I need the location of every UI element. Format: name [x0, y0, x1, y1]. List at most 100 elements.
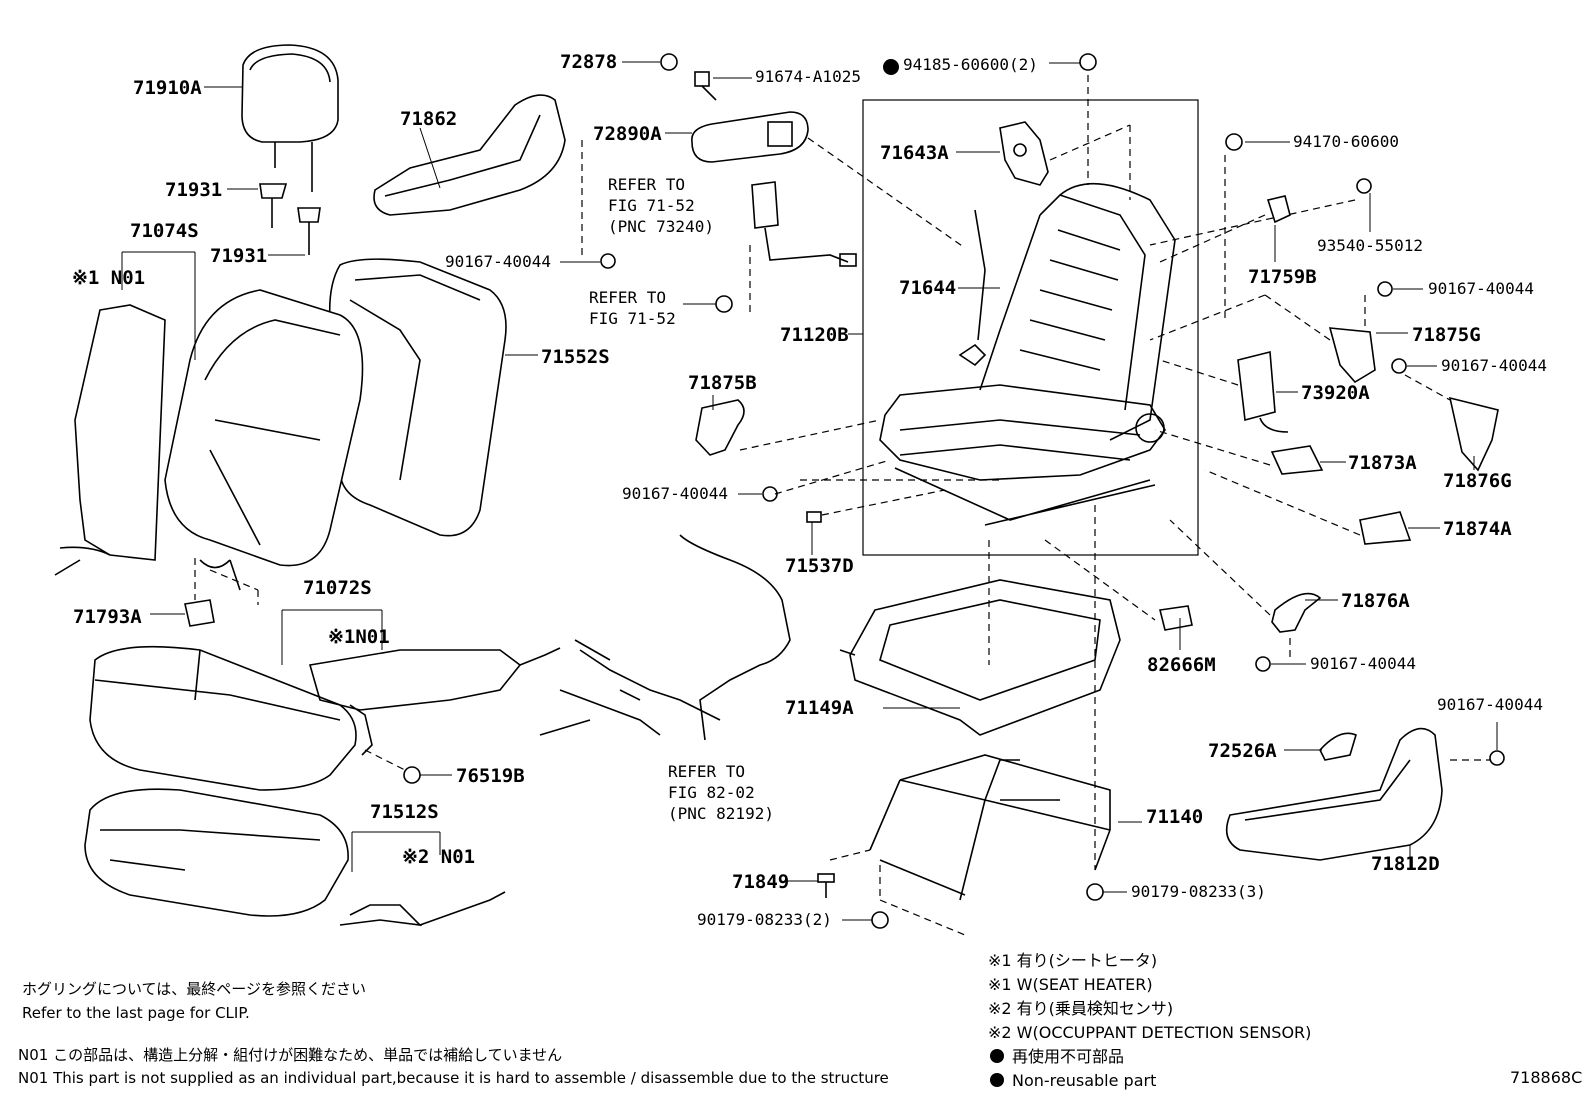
- clip-note-en: Refer to the last page for CLIP.: [22, 1004, 250, 1022]
- label-71149A: 71149A: [785, 697, 854, 719]
- refer-fig-71-52-line3: (PNC 73240): [608, 217, 714, 236]
- label-90167-40044-b: 90167-40044: [1428, 279, 1534, 298]
- label-71876A: 71876A: [1341, 590, 1410, 612]
- seat-frame-71120B: [879, 182, 1176, 526]
- nut-90179-a: [1086, 883, 1104, 901]
- label-71644: 71644: [899, 277, 956, 299]
- seat-belt-buckle: [751, 181, 857, 267]
- bolt-90167-c: [1391, 358, 1407, 374]
- legend-nonreusable-dot-en: [990, 1073, 1004, 1087]
- wire-harness: [539, 534, 791, 741]
- bolt-93540: [1356, 178, 1372, 194]
- legend-1-ja: ※1 有り(シートヒータ): [988, 951, 1157, 970]
- n01-label-back: ※1 N01: [72, 267, 145, 289]
- label-72890A: 72890A: [593, 123, 662, 145]
- label-71793A: 71793A: [73, 606, 142, 628]
- side-cover-71862-drawing: [373, 94, 566, 216]
- label-90179-08233-2: 90179-08233(2): [697, 910, 832, 929]
- nut-90179-b: [871, 911, 889, 929]
- label-71140: 71140: [1146, 806, 1203, 828]
- knob-72526A: [1319, 732, 1357, 761]
- clip-note-ja: ホグリングについては、最終ページを参照ください: [22, 980, 366, 998]
- label-90167-40044-f: 90167-40044: [1437, 695, 1543, 714]
- label-71120B: 71120B: [780, 324, 849, 346]
- cap-72878: [660, 53, 678, 71]
- legend-nonreusable-dot-ja: [990, 1049, 1004, 1063]
- label-76519B: 76519B: [456, 765, 525, 787]
- refer-fig-82-02-line2: FIG 82-02: [668, 783, 755, 802]
- recliner-71643A: [999, 121, 1049, 186]
- label-71643A: 71643A: [880, 142, 949, 164]
- refer-fig-82-02-line1: REFER TO: [668, 762, 745, 781]
- bracket-71874A: [1359, 511, 1412, 545]
- clip-71793A: [184, 599, 215, 627]
- seat-adjuster-71140: [869, 754, 1111, 901]
- label-71875B: 71875B: [688, 372, 757, 394]
- n01-label-sensor: ※2 N01: [402, 846, 475, 868]
- bolt-90167-d: [762, 486, 778, 502]
- label-90167-40044-c: 90167-40044: [1441, 356, 1547, 375]
- seat-pan-71149A: [839, 579, 1121, 736]
- refer-fig-71-52-b-line1: REFER TO: [589, 288, 666, 307]
- bracket-71873A: [1270, 445, 1324, 475]
- bolt-90167-f: [1489, 750, 1505, 766]
- label-71875G: 71875G: [1412, 324, 1481, 346]
- headrest-drawing: [241, 44, 339, 192]
- clip-71931-a: [259, 183, 288, 228]
- legend-2-en: ※2 W(OCCUPPANT DETECTION SENSOR): [988, 1023, 1311, 1042]
- cover-71876G: [1448, 396, 1499, 472]
- label-73920A: 73920A: [1301, 382, 1370, 404]
- bolt-94170: [1225, 133, 1243, 151]
- legend-nonreusable-ja: 再使用不可部品: [1012, 1047, 1124, 1066]
- clip-71931-b: [297, 207, 321, 255]
- label-71931-b: 71931: [210, 245, 267, 267]
- bolt-90167-b: [1377, 281, 1393, 297]
- n01-note-en: N01 This part is not supplied as an indi…: [18, 1069, 889, 1087]
- label-71931-a: 71931: [165, 179, 222, 201]
- non-reusable-marker: [883, 59, 899, 75]
- refer-fig-71-52-b-line2: FIG 71-52: [589, 309, 676, 328]
- label-91674-A1025: 91674-A1025: [755, 67, 861, 86]
- refer-fig-71-52-line1: REFER TO: [608, 175, 685, 194]
- label-71812D: 71812D: [1371, 853, 1440, 875]
- label-93540-55012: 93540-55012: [1317, 236, 1423, 255]
- legend-1-en: ※1 W(SEAT HEATER): [988, 975, 1153, 994]
- label-71552S: 71552S: [541, 346, 610, 368]
- label-71512S: 71512S: [370, 801, 439, 823]
- label-90167-40044-a: 90167-40044: [445, 252, 551, 271]
- label-72526A: 72526A: [1208, 740, 1277, 762]
- label-71862: 71862: [400, 108, 457, 130]
- label-90179-08233-3: 90179-08233(3): [1131, 882, 1266, 901]
- label-71074S: 71074S: [130, 220, 199, 242]
- clip-82666M: [1159, 605, 1193, 631]
- screw-91674: [694, 71, 717, 101]
- label-82666M: 82666M: [1147, 654, 1216, 676]
- label-71759B: 71759B: [1248, 266, 1317, 288]
- refer-fig-82-02-line3: (PNC 82192): [668, 804, 774, 823]
- label-72878: 72878: [560, 51, 617, 73]
- label-90167-40044-e: 90167-40044: [1310, 654, 1416, 673]
- seat-frame-group-box: [862, 99, 1199, 556]
- nut-94185: [1079, 53, 1097, 71]
- cushion-cover-71072S: [89, 645, 373, 791]
- seat-back-cover-71552S: [328, 258, 507, 537]
- bolt-71849: [817, 873, 835, 898]
- label-71874A: 71874A: [1443, 518, 1512, 540]
- label-71849: 71849: [732, 871, 789, 893]
- diagram-code: 718868C: [1510, 1068, 1582, 1087]
- label-71873A: 71873A: [1348, 452, 1417, 474]
- legend-2-ja: ※2 有り(乗員検知センサ): [988, 999, 1173, 1018]
- heater-mat-cushion: [308, 647, 561, 711]
- cover-71875B: [695, 399, 745, 456]
- bolt-90167-a: [600, 253, 616, 269]
- heater-mat-back: [54, 304, 166, 576]
- side-shield-71812D: [1225, 727, 1443, 861]
- seat-back-pad-71074S: [164, 289, 364, 591]
- bolt-90167-e: [1255, 656, 1271, 672]
- label-71876G: 71876G: [1443, 470, 1512, 492]
- module-73920A: [1237, 350, 1289, 433]
- refer-fig-71-52-line2: FIG 71-52: [608, 196, 695, 215]
- clip-71537D: [806, 511, 822, 523]
- cover-71875G: [1328, 327, 1376, 384]
